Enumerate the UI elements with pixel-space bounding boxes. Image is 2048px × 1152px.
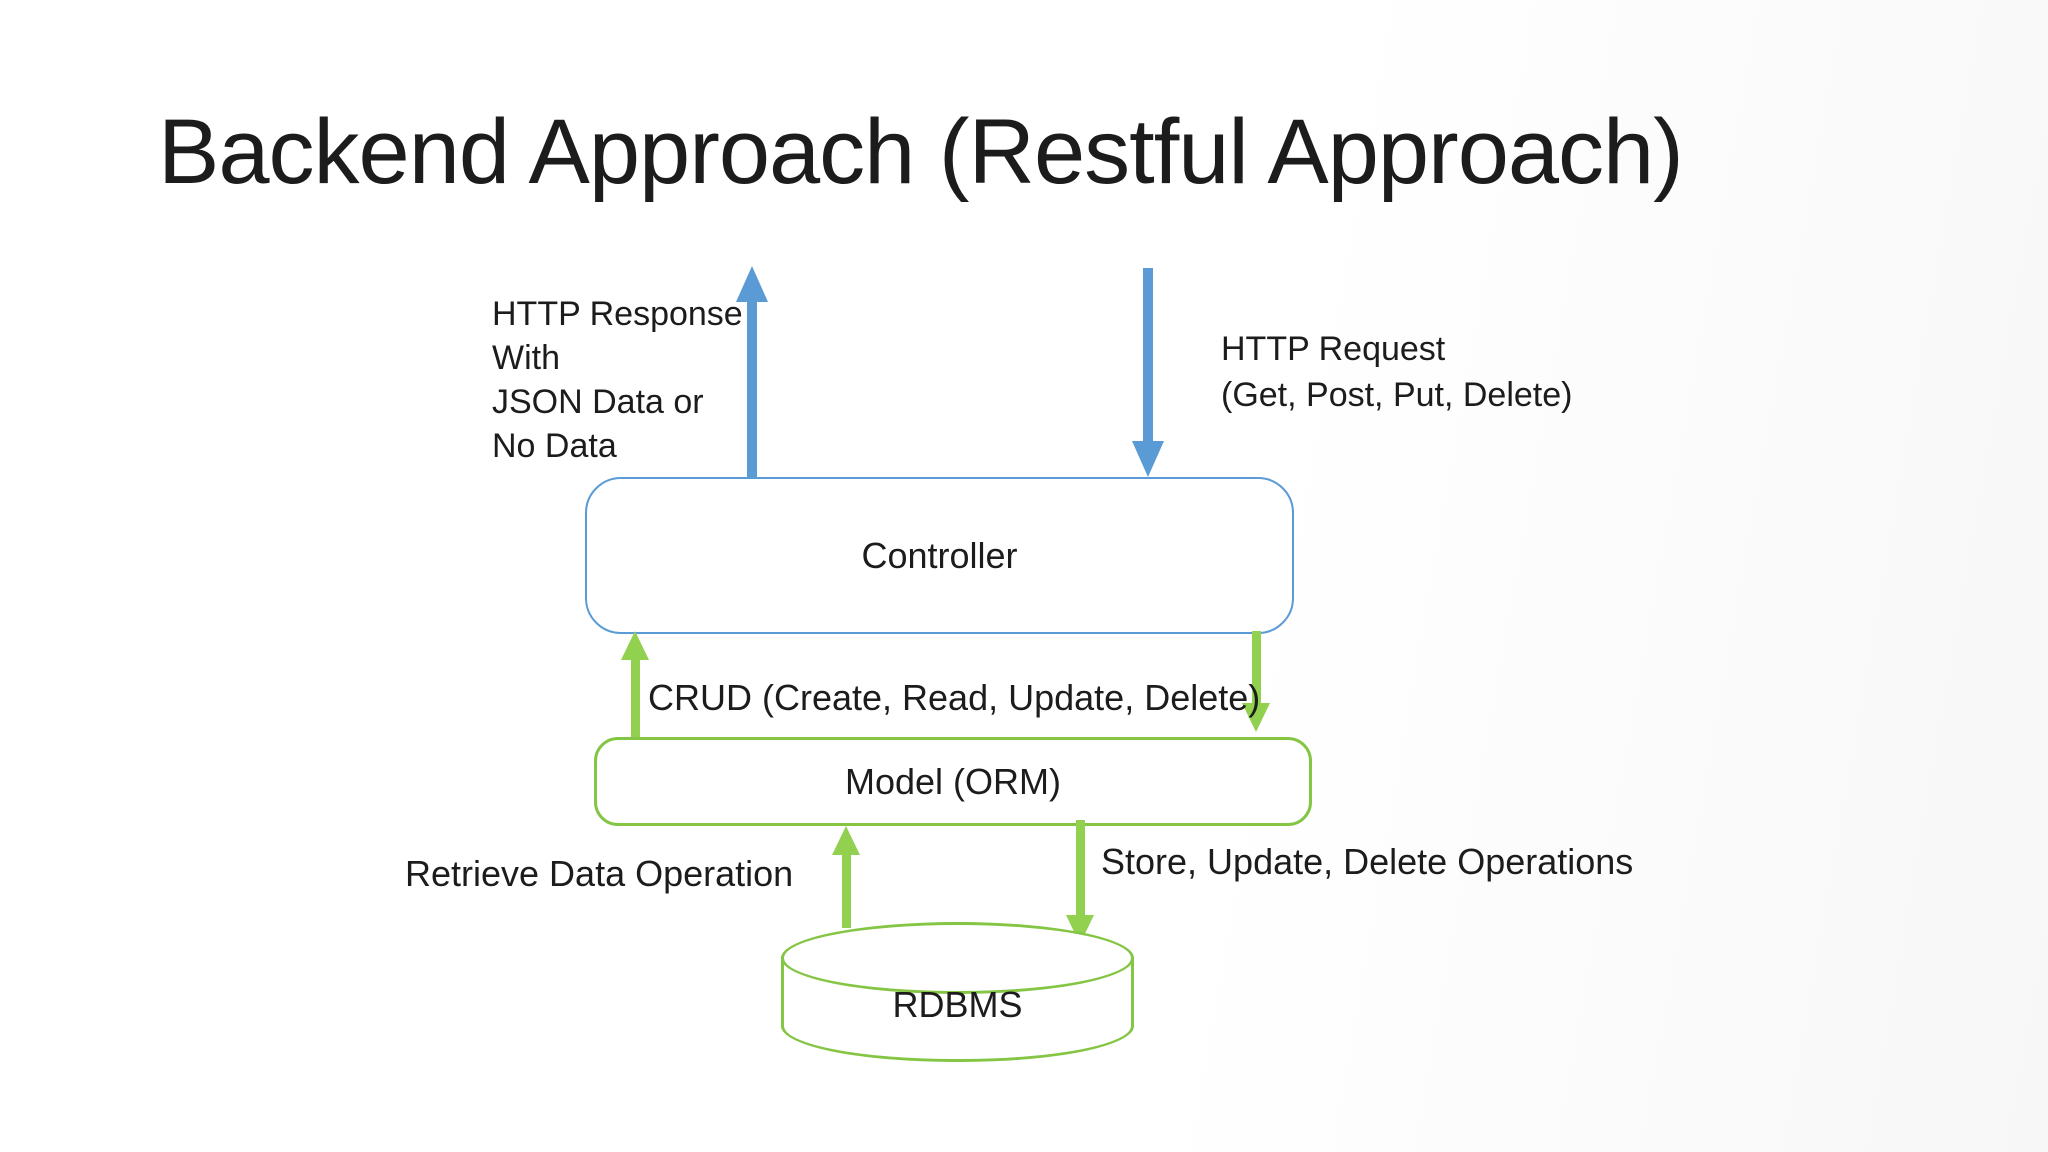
crud-label: CRUD (Create, Read, Update, Delete) (648, 677, 1261, 718)
slide-title: Backend Approach (Restful Approach) (158, 101, 1684, 203)
http-request-label: HTTP Request (Get, Post, Put, Delete) (1221, 330, 1573, 414)
model-node: Model (ORM) (594, 737, 1312, 826)
arrow-shaft (1252, 631, 1261, 705)
controller-node-label: Controller (861, 534, 1018, 576)
http-response-label: HTTP Response With JSON Data or No Data (492, 295, 743, 465)
arrow-head-down (1132, 441, 1164, 477)
arrow-head-up (832, 826, 860, 855)
arrow-head-up (621, 631, 649, 660)
arrow-shaft (842, 853, 851, 928)
rdbms-database-cylinder-icon: RDBMS (781, 922, 1134, 1062)
arrow-shaft (1076, 820, 1085, 918)
retrieve-operation-label: Retrieve Data Operation (405, 853, 794, 894)
model-node-label: Model (ORM) (844, 760, 1062, 802)
arrow-head-up (736, 266, 768, 302)
arrow-head-down (1242, 703, 1270, 732)
rdbms-node-label: RDBMS (892, 984, 1023, 1025)
cylinder-top-ellipse (781, 922, 1134, 994)
store-operations-label: Store, Update, Delete Operations (1101, 841, 1634, 882)
arrow-shaft (747, 298, 757, 477)
arrow-shaft (1143, 268, 1153, 443)
arrow-shaft (631, 658, 640, 737)
controller-node: Controller (585, 477, 1294, 634)
